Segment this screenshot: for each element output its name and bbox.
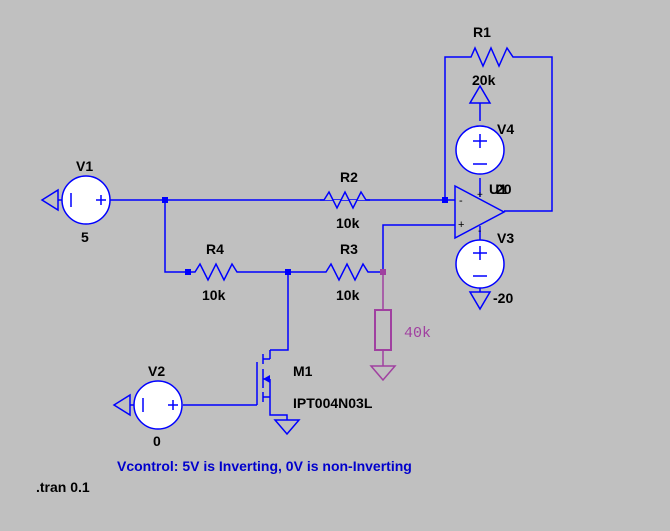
r2-name: R2 [340,169,358,185]
mosfet-ground-icon [273,419,301,436]
resistor-r4[interactable] [190,262,240,282]
v1-value: 5 [81,229,89,245]
svg-text:-: - [459,195,463,207]
r1-name: R1 [473,24,491,40]
r3-name: R3 [340,241,358,257]
wires [110,56,553,420]
v4-source[interactable] [455,84,505,175]
spice-directive: .tran 0.1 [36,479,90,495]
junction-nodes [162,197,448,275]
opamp-u1[interactable]: - + + - [454,184,506,240]
v3-name: V3 [497,230,514,246]
r2-value: 10k [336,215,360,231]
load-value: 40k [404,325,431,342]
svg-text:-: - [478,226,481,237]
load-resistor[interactable] [369,309,397,382]
r4-value: 10k [202,287,226,303]
resistor-r3[interactable] [322,262,372,282]
r1-value: 20k [472,72,496,88]
v1-name: V1 [76,158,93,174]
v3-source[interactable] [455,239,505,311]
svg-text:+: + [477,190,483,201]
v1-source[interactable] [40,175,111,225]
m1-value: IPT004N03L [293,395,373,411]
u1-name: U1 [489,181,507,197]
svg-text:+: + [458,219,464,231]
resistor-r2[interactable] [320,190,370,210]
annotation-comment: Vcontrol: 5V is Inverting, 0V is non-Inv… [117,458,412,474]
m1-name: M1 [293,363,313,379]
resistor-r1[interactable] [467,46,517,68]
v2-source[interactable] [112,380,183,430]
mosfet-m1[interactable] [256,350,271,405]
v2-name: V2 [148,363,165,379]
v4-name: V4 [497,121,514,137]
r3-value: 10k [336,287,360,303]
v2-value: 0 [153,433,161,449]
r4-name: R4 [206,241,224,257]
v4-value: 20 [496,181,512,197]
v3-value: -20 [493,290,513,306]
